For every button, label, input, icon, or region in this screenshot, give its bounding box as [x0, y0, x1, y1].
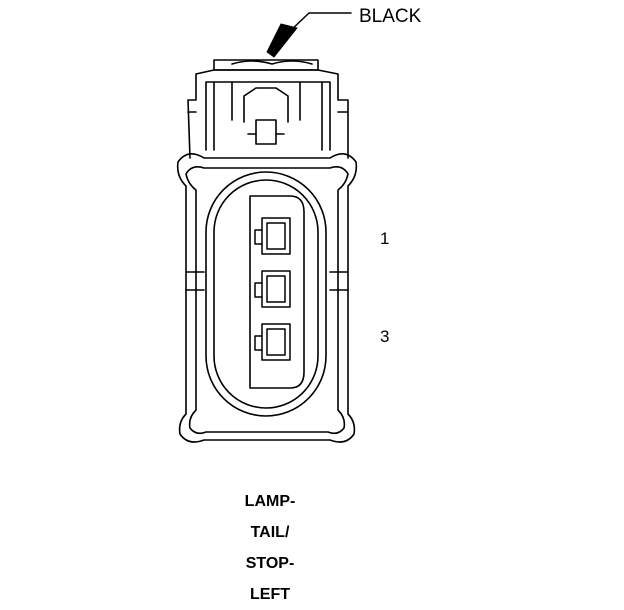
terminal-cavity-2 [254, 270, 291, 308]
caption-line-3: STOP- [245, 555, 295, 572]
terminal-cavity-3 [254, 323, 291, 361]
caption-line-1: LAMP- [244, 493, 296, 510]
connector-latch [187, 59, 349, 159]
pin-number-1: 1 [380, 229, 390, 248]
pin-number-3: 3 [380, 327, 390, 346]
wire-color-label: BLACK [359, 6, 422, 27]
caption-line-4: LEFT [250, 586, 290, 603]
caption-line-2: TAIL/ [250, 524, 290, 541]
mating-face [205, 171, 327, 417]
connector-caption: LAMP- TAIL/ STOP- LEFT [200, 486, 340, 610]
wire-leader-arrow [266, 12, 352, 58]
terminal-cavity-1 [254, 217, 291, 255]
connector-housing [176, 153, 358, 443]
